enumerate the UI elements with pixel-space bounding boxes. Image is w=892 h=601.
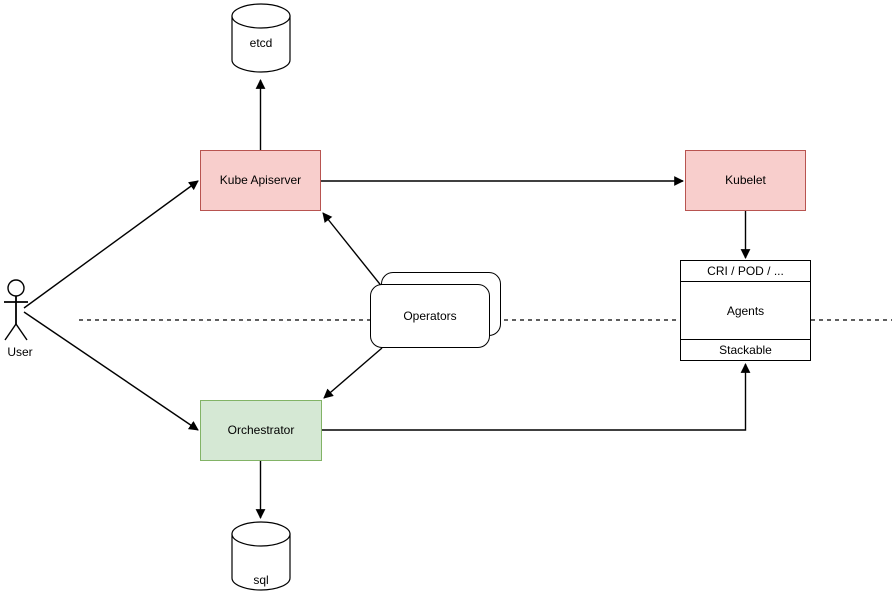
node-etcd-label: etcd bbox=[249, 36, 273, 50]
node-kube-apiserver[interactable]: Kube Apiserver bbox=[200, 150, 321, 211]
cylinder-shape-icon bbox=[231, 3, 291, 73]
node-sql[interactable]: sql bbox=[231, 521, 291, 591]
edge-orchestrator-to-stackable bbox=[322, 363, 751, 431]
node-agents-header: CRI / POD / ... bbox=[681, 261, 810, 282]
node-kube-apiserver-label: Kube Apiserver bbox=[219, 173, 302, 188]
node-agents-body: Agents bbox=[681, 282, 810, 339]
node-user[interactable] bbox=[2, 278, 42, 358]
node-orchestrator-label: Orchestrator bbox=[227, 423, 295, 438]
node-operators-label: Operators bbox=[403, 309, 457, 323]
node-etcd[interactable]: etcd bbox=[231, 3, 291, 73]
user-actor-icon bbox=[4, 279, 28, 341]
node-operators-front-card: Operators bbox=[370, 284, 490, 348]
node-user-label: User bbox=[7, 345, 33, 359]
node-agents-body-label: Agents bbox=[726, 303, 765, 318]
node-orchestrator[interactable]: Orchestrator bbox=[200, 400, 322, 461]
node-agents-footer-label: Stackable bbox=[719, 343, 772, 357]
cylinder-shape-icon bbox=[231, 521, 291, 591]
node-agents[interactable]: CRI / POD / ... Agents Stackable bbox=[680, 260, 811, 361]
node-kubelet-label: Kubelet bbox=[725, 173, 766, 188]
node-sql-label: sql bbox=[253, 573, 269, 587]
node-agents-header-label: CRI / POD / ... bbox=[707, 264, 784, 278]
node-agents-footer: Stackable bbox=[681, 339, 810, 360]
edge-user-to-orchestrator bbox=[23, 311, 199, 431]
edge-operators-to-orchestrator bbox=[323, 347, 383, 399]
edge-user-to-apiserver bbox=[23, 180, 199, 309]
node-kubelet[interactable]: Kubelet bbox=[685, 150, 806, 211]
node-operators[interactable]: Operators bbox=[370, 272, 502, 348]
